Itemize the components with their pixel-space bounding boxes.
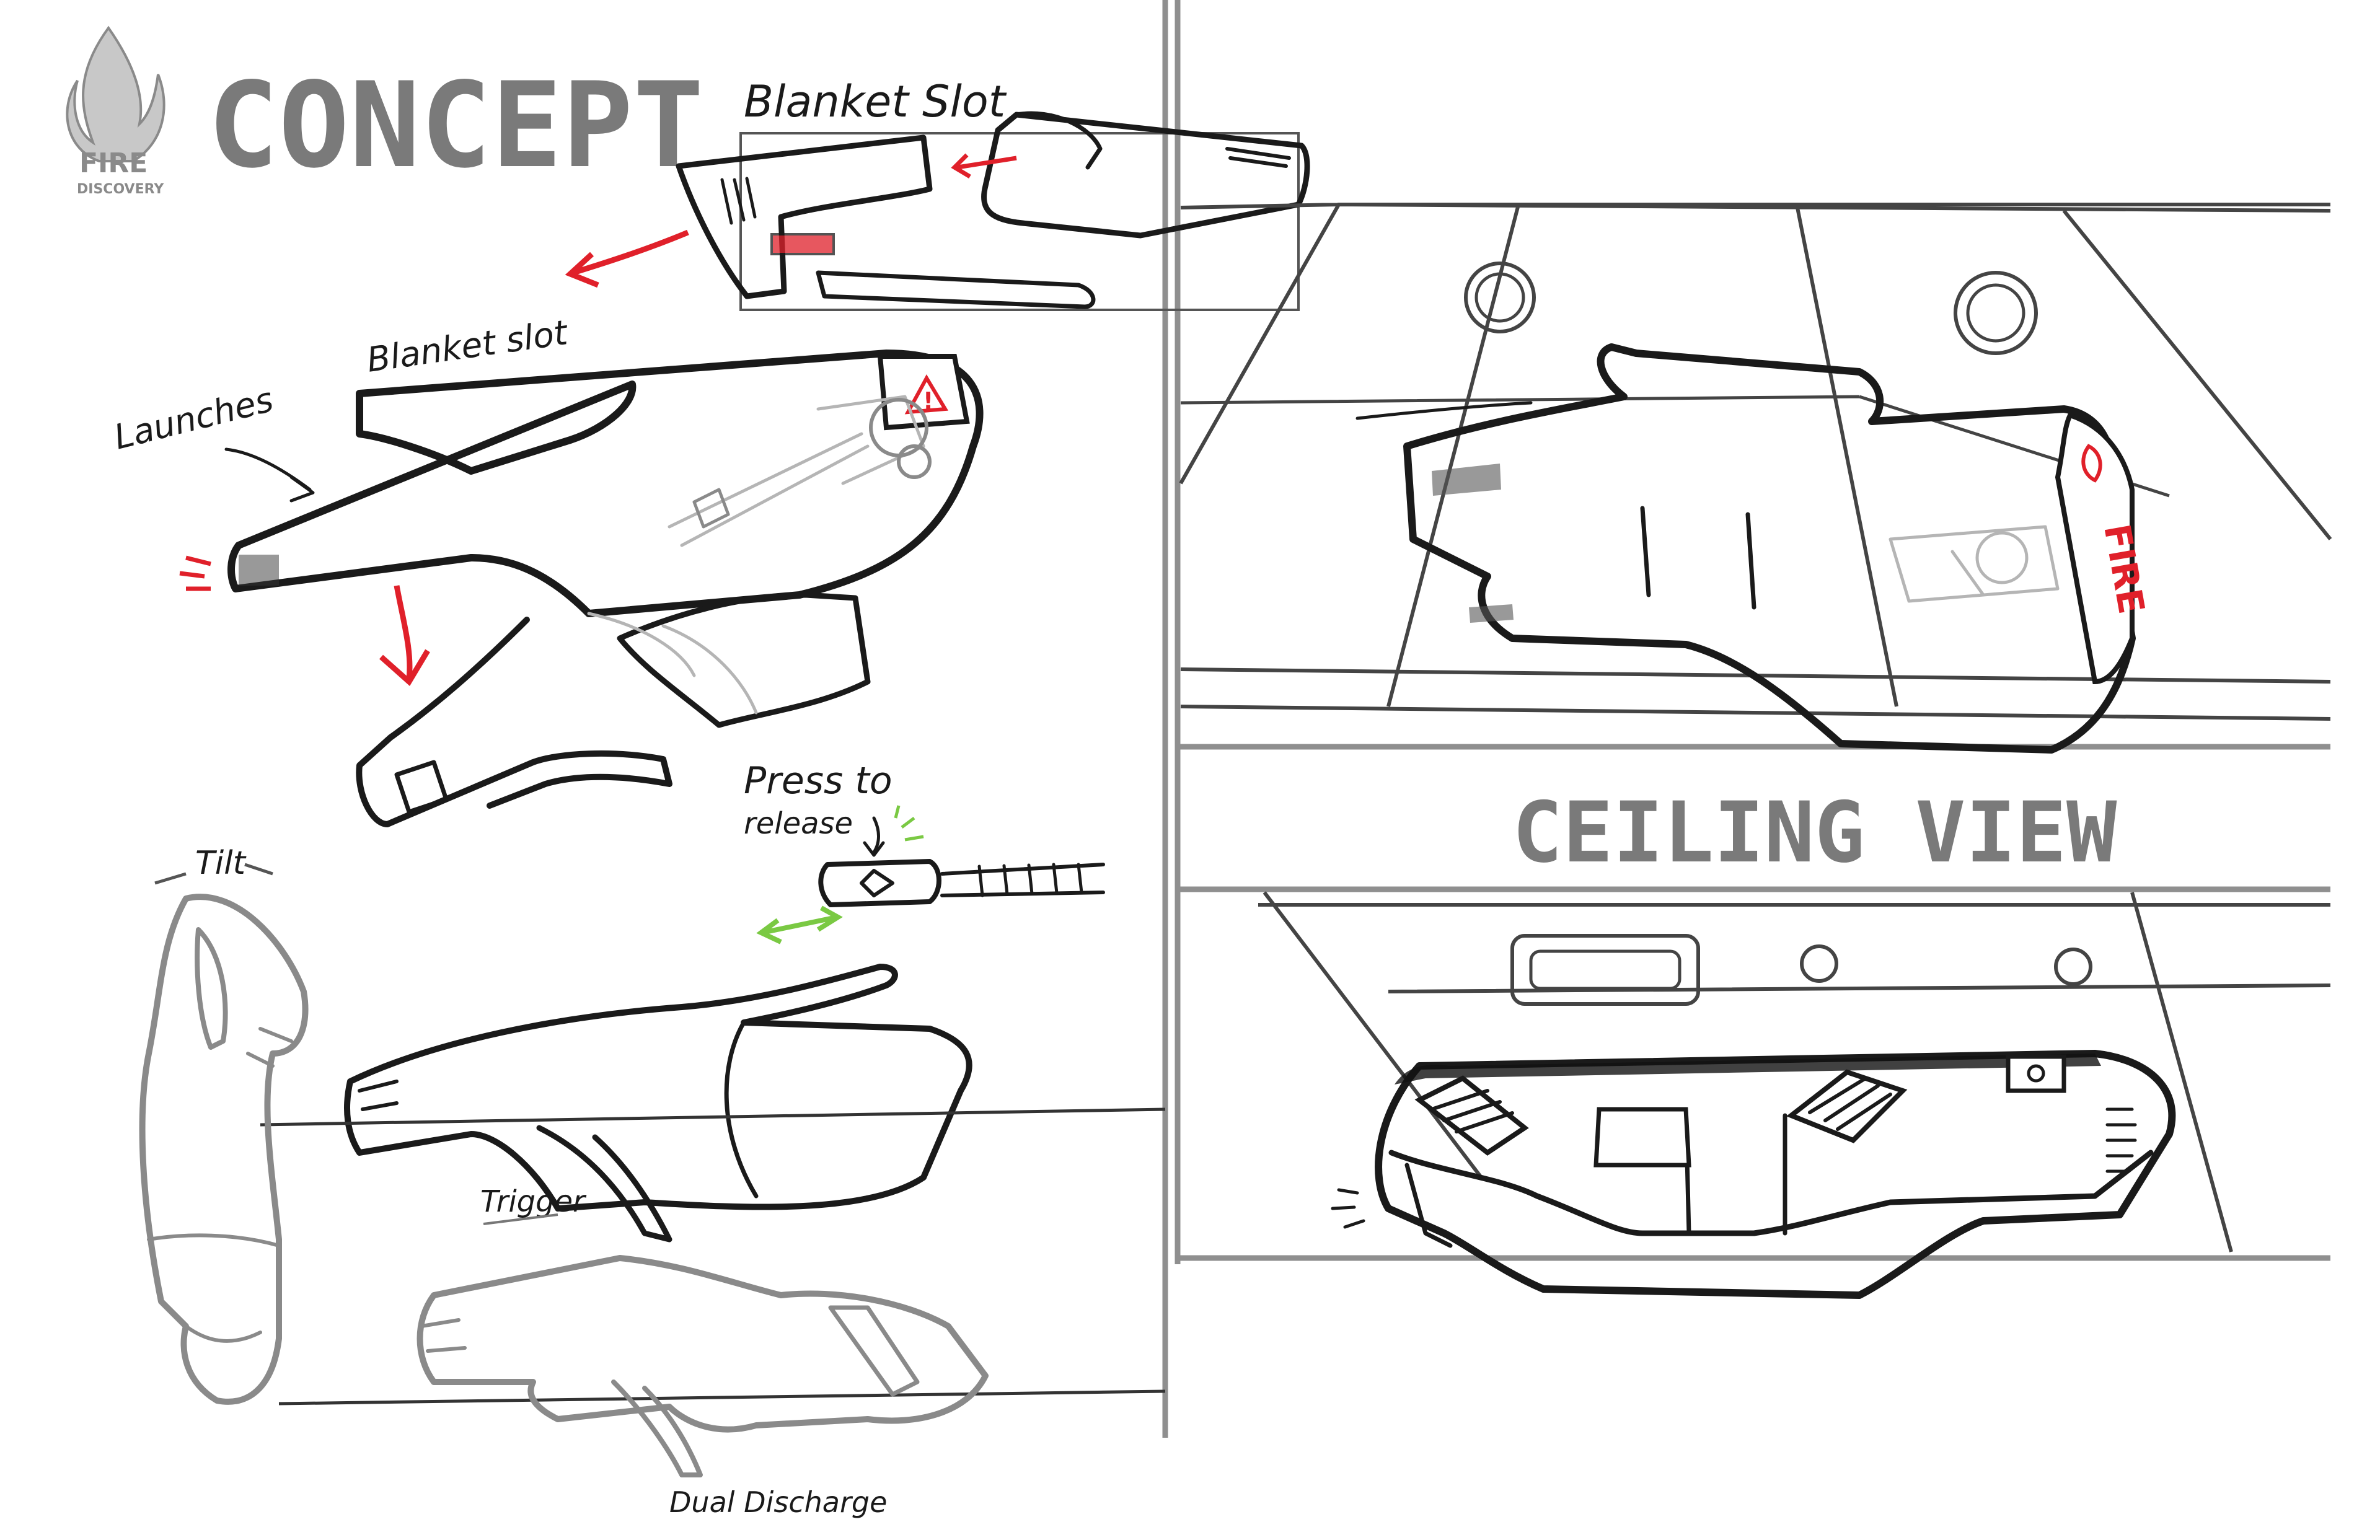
logo-brand-text: FIRE [79, 147, 148, 179]
label-release: release [744, 806, 853, 841]
vent-right [1791, 1072, 1903, 1140]
sketch-launcher-side: Blanket slot Launches ! [110, 312, 980, 824]
sketch-ceiling-underside [1258, 892, 2330, 1295]
ceiling-view-label: CEILING VIEW [1512, 784, 2117, 881]
svg-text:!: ! [923, 387, 933, 415]
panel-frames [1165, 0, 2330, 1438]
label-blanket-slot-top: Blanket Slot [744, 76, 1007, 127]
label-dual-discharge: Dual Discharge [669, 1485, 887, 1519]
sketch-trigger: Trigger [260, 967, 1165, 1239]
sketch-press-to-release: Press to release [744, 759, 1103, 942]
label-blanket-slot-mid: Blanket slot [364, 312, 571, 380]
label-press-to: Press to [744, 759, 892, 803]
logo-sub-text: DISCOVERY [77, 182, 164, 197]
sketch-ceiling-perspective: FIRE [1181, 205, 2330, 750]
page-title: CONCEPT [208, 57, 704, 194]
label-launches: Launches [110, 379, 277, 457]
label-tilt: Tilt [195, 845, 247, 882]
fire-discovery-logo: FIRE DISCOVERY [67, 28, 164, 197]
sketch-dual-discharge: Dual Discharge [420, 1258, 986, 1519]
label-trigger: Trigger [480, 1184, 587, 1219]
